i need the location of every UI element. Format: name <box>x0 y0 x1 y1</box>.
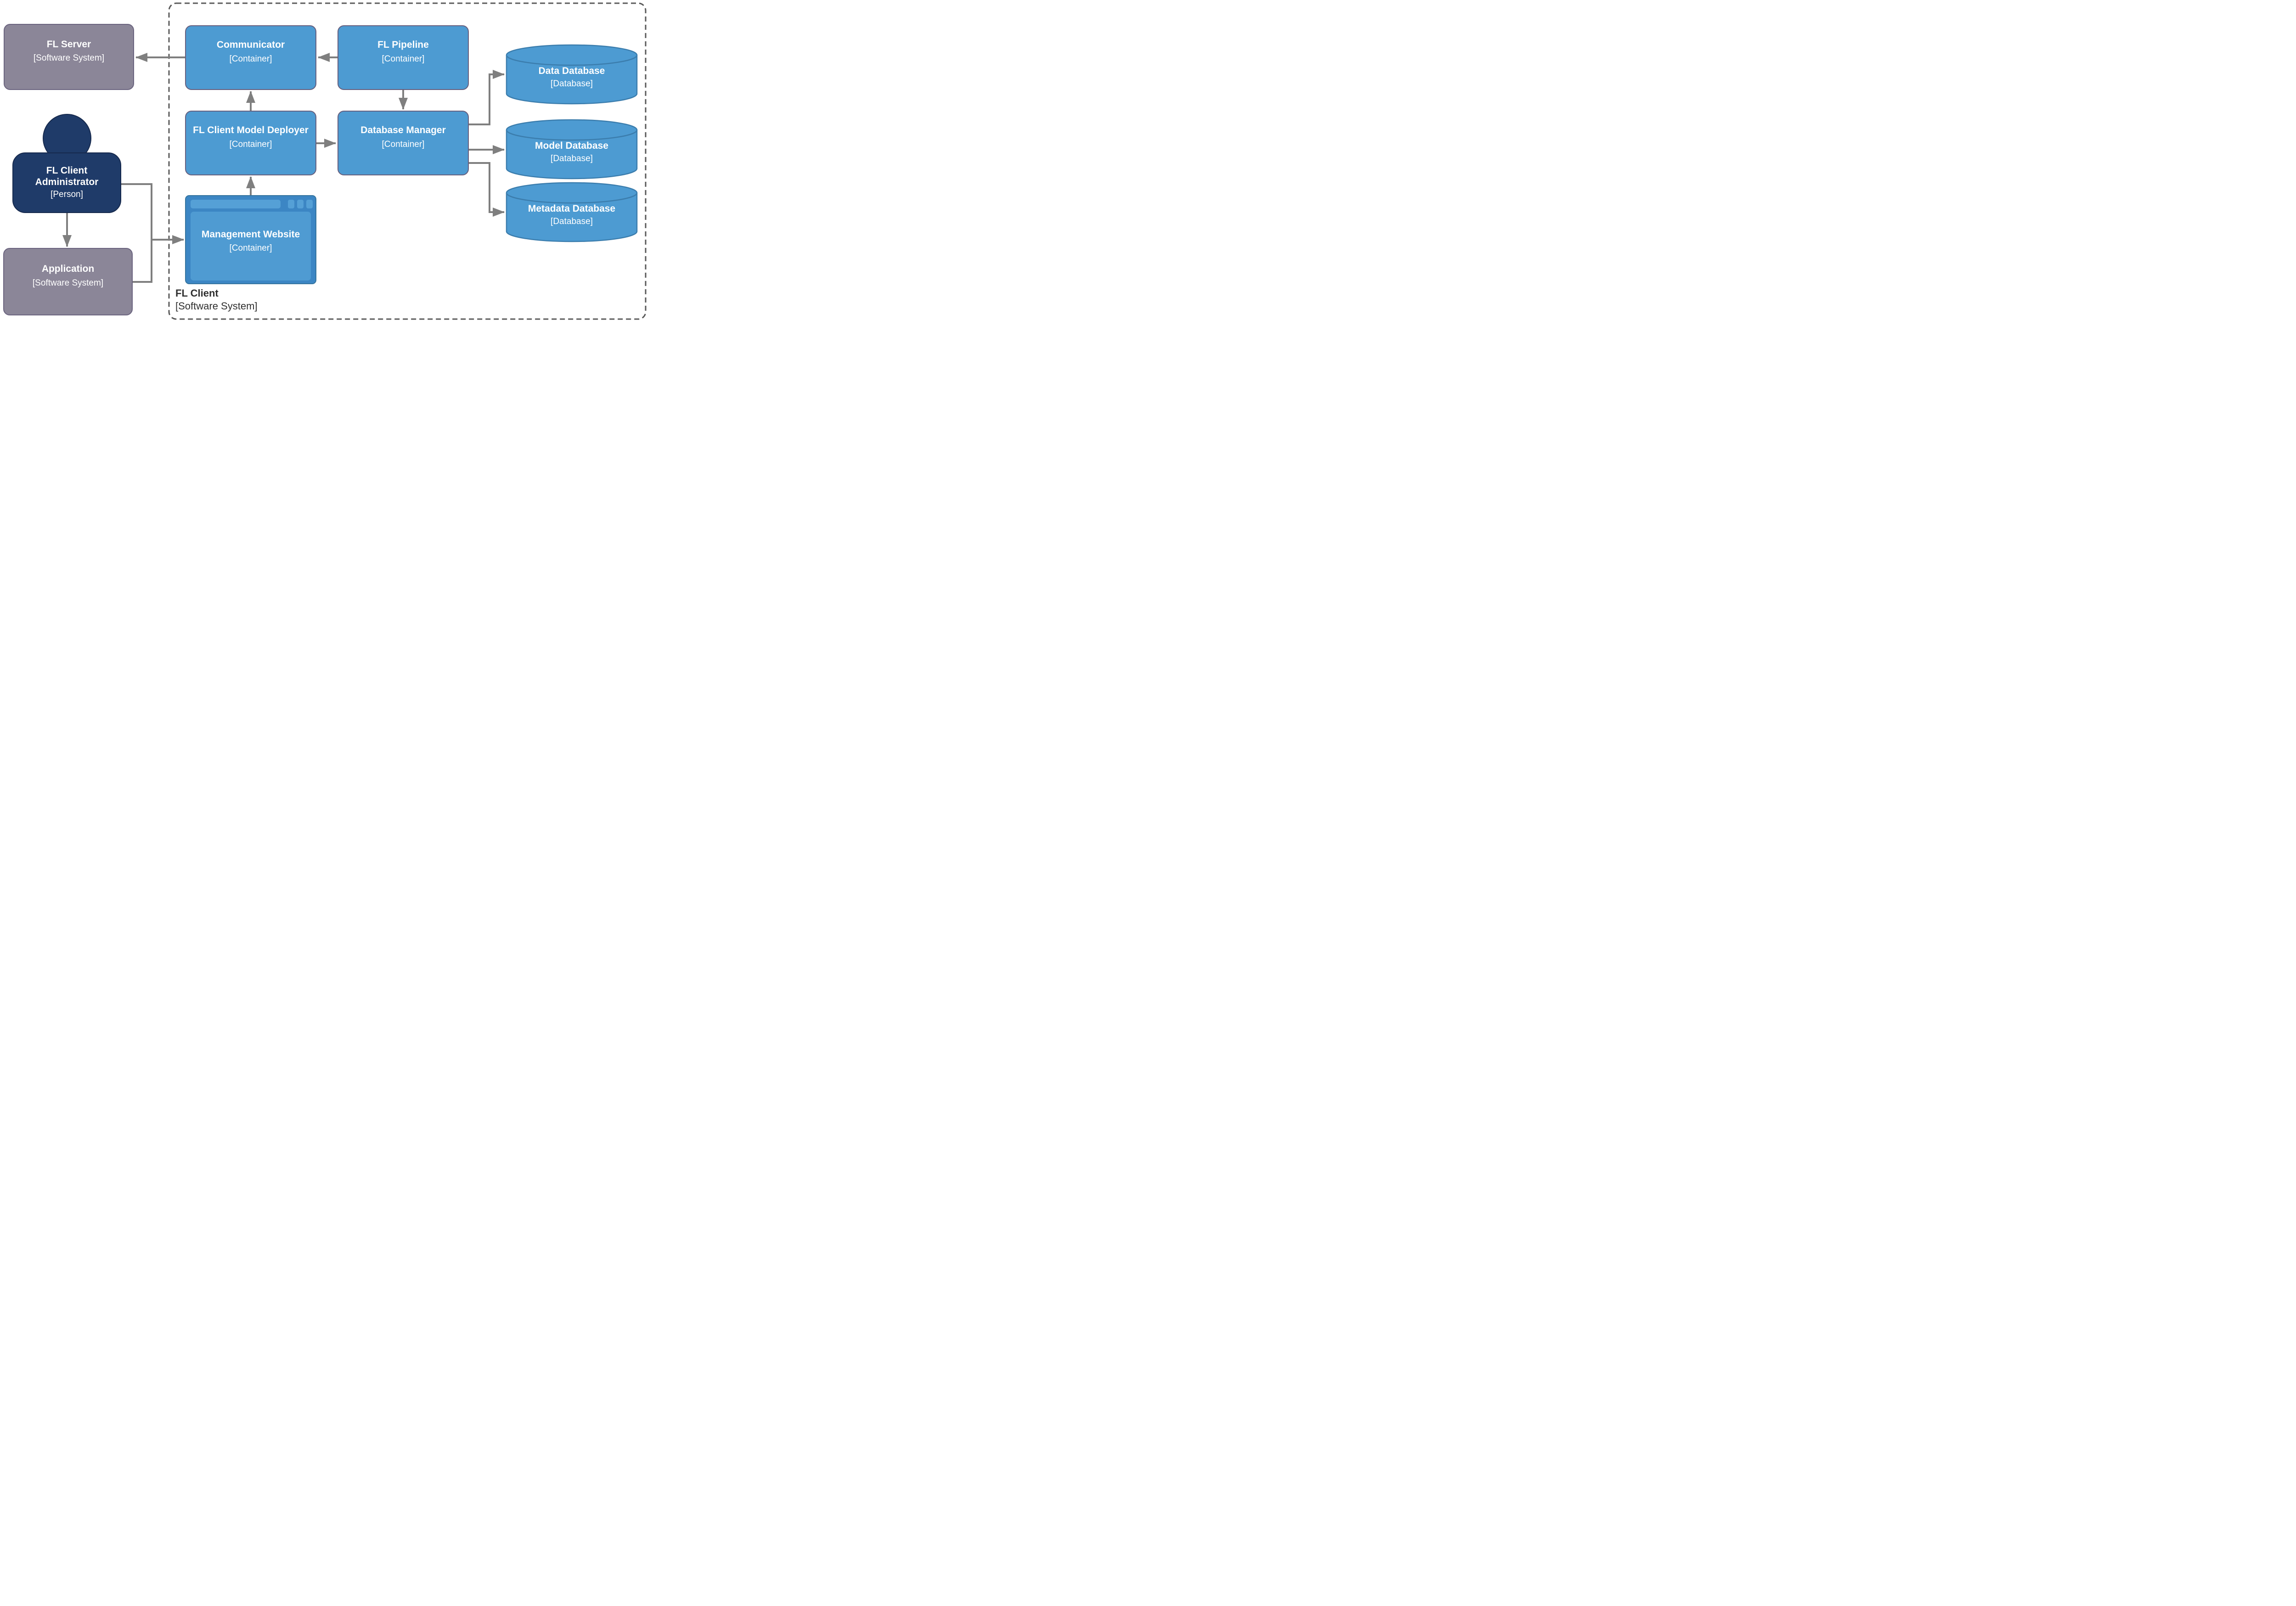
metadata-database-node[interactable]: Metadata Database [Database] <box>506 182 638 242</box>
node-title: FL Client Administrator <box>35 165 99 188</box>
node-title: FL Client Model Deployer <box>193 125 309 136</box>
node-subtitle: [Database] <box>551 217 593 227</box>
fl-client-boundary: FL Client [Software System] <box>0 0 657 321</box>
node-subtitle: [Database] <box>551 154 593 164</box>
c4-container-diagram: FL Client [Software System] FL Server [S… <box>0 0 657 321</box>
model-database-node[interactable]: Model Database [Database] <box>506 119 638 180</box>
node-title: Management Website <box>201 229 300 240</box>
database-cylinder-shape <box>506 182 638 242</box>
browser-button-icon <box>297 200 304 208</box>
node-subtitle: [Container] <box>229 243 272 253</box>
node-subtitle: [Container] <box>229 54 272 64</box>
boundary-title: FL Client <box>175 287 219 299</box>
browser-chrome-bar <box>186 196 315 210</box>
boundary-dashed-rect <box>168 2 647 320</box>
node-title: Application <box>41 264 95 275</box>
browser-button-icon <box>288 200 294 208</box>
node-title: FL Pipeline <box>377 39 429 51</box>
node-subtitle: [Software System] <box>33 53 105 63</box>
node-title: Metadata Database <box>528 203 616 214</box>
application-node[interactable]: Application [Software System] <box>3 248 133 315</box>
fl-client-model-deployer-node[interactable]: FL Client Model Deployer [Container] <box>185 111 316 175</box>
boundary-label: FL Client [Software System] <box>175 287 258 312</box>
data-database-node[interactable]: Data Database [Database] <box>506 44 638 105</box>
node-subtitle: [Container] <box>382 139 425 149</box>
person-body: FL Client Administrator [Person] <box>12 152 121 213</box>
node-title: Communicator <box>216 39 285 51</box>
node-subtitle: [Container] <box>382 54 425 64</box>
database-cylinder-shape <box>506 44 638 105</box>
node-title: Database Manager <box>360 125 446 136</box>
node-subtitle: [Person] <box>51 189 83 199</box>
node-subtitle: [Database] <box>551 79 593 89</box>
node-subtitle: [Software System] <box>32 278 104 288</box>
fl-server-node[interactable]: FL Server [Software System] <box>4 24 134 90</box>
management-website-node[interactable]: Management Website [Container] <box>185 195 316 284</box>
node-title: Data Database <box>538 65 605 76</box>
database-manager-node[interactable]: Database Manager [Container] <box>338 111 469 175</box>
node-subtitle: [Container] <box>229 139 272 149</box>
browser-button-icon <box>306 200 313 208</box>
boundary-subtitle: [Software System] <box>175 300 258 312</box>
browser-address-bar <box>191 200 281 208</box>
fl-pipeline-node[interactable]: FL Pipeline [Container] <box>338 25 469 90</box>
communicator-node[interactable]: Communicator [Container] <box>185 25 316 90</box>
node-title: Model Database <box>535 140 608 151</box>
node-title: FL Server <box>46 39 91 50</box>
browser-content-area: Management Website [Container] <box>191 212 311 281</box>
database-cylinder-shape <box>506 119 638 180</box>
